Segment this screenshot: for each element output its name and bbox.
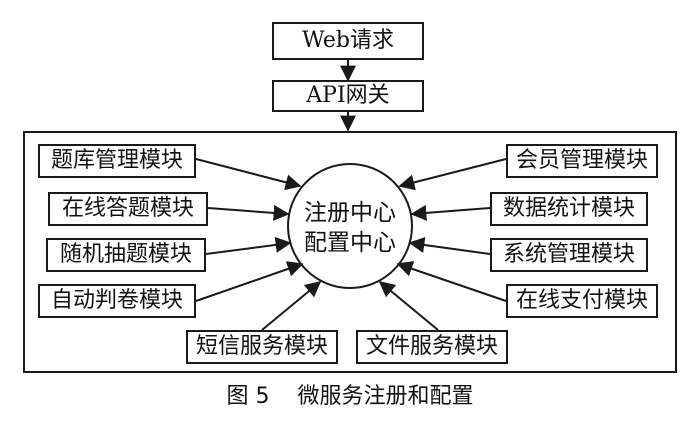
registry-center-label: 注册中心 bbox=[304, 200, 396, 226]
arrow-online-pay bbox=[396, 261, 507, 302]
module-online-answer: 在线答题模块 bbox=[48, 192, 208, 226]
module-file-service: 文件服务模块 bbox=[356, 330, 508, 364]
module-auto-grade: 自动判卷模块 bbox=[38, 284, 196, 318]
module-question-bank: 题库管理模块 bbox=[38, 144, 196, 178]
web-request-box: Web请求 bbox=[272, 22, 424, 60]
arrow-member-mgmt bbox=[398, 158, 507, 191]
config-center-label: 配置中心 bbox=[304, 230, 396, 256]
module-system-mgmt: 系统管理模块 bbox=[490, 238, 648, 272]
arrow-data-stats bbox=[410, 204, 491, 221]
arrow-random-pick bbox=[205, 236, 292, 255]
arrow-question-bank bbox=[195, 158, 302, 191]
figure-caption: 图 5 微服务注册和配置 bbox=[226, 384, 474, 409]
module-member-mgmt: 会员管理模块 bbox=[506, 144, 658, 178]
arrow-online-answer bbox=[207, 204, 290, 221]
module-sms-service: 短信服务模块 bbox=[186, 330, 338, 364]
arrow-system-mgmt bbox=[408, 237, 491, 255]
module-data-stats: 数据统计模块 bbox=[490, 192, 648, 226]
arrow-sms-service bbox=[261, 280, 322, 331]
api-gateway-box: API网关 bbox=[272, 80, 424, 112]
module-online-pay: 在线支付模块 bbox=[506, 284, 658, 318]
arrow-auto-grade bbox=[195, 261, 304, 302]
service-container bbox=[23, 131, 677, 373]
arrow-file-service bbox=[378, 280, 439, 331]
module-random-pick: 随机抽题模块 bbox=[46, 238, 206, 272]
registry-config-center-circle bbox=[287, 163, 413, 289]
